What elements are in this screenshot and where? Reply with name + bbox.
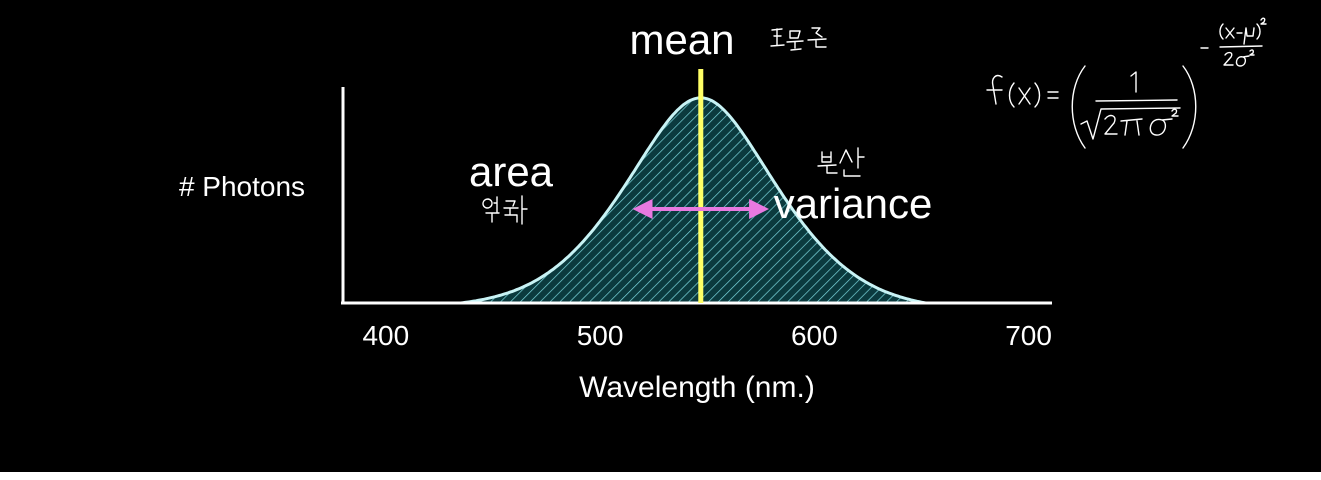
handwritten-note-mean	[770, 27, 827, 51]
x-tick-label: 500	[577, 320, 624, 351]
x-tick-label: 700	[1005, 320, 1052, 351]
x-tick-label: 400	[362, 320, 409, 351]
y-axis-label: # Photons	[179, 171, 305, 202]
mean-label: mean	[629, 16, 734, 63]
handwritten-formula	[986, 17, 1267, 149]
handwritten-note-variance	[817, 147, 865, 177]
x-tick-label: 600	[791, 320, 838, 351]
area-label: area	[469, 148, 554, 195]
curve-line	[460, 96, 926, 305]
bottom-strip	[0, 472, 1321, 480]
variance-label: variance	[774, 180, 933, 227]
x-axis-label: Wavelength (nm.)	[579, 371, 815, 404]
handwritten-note-area	[482, 195, 528, 225]
